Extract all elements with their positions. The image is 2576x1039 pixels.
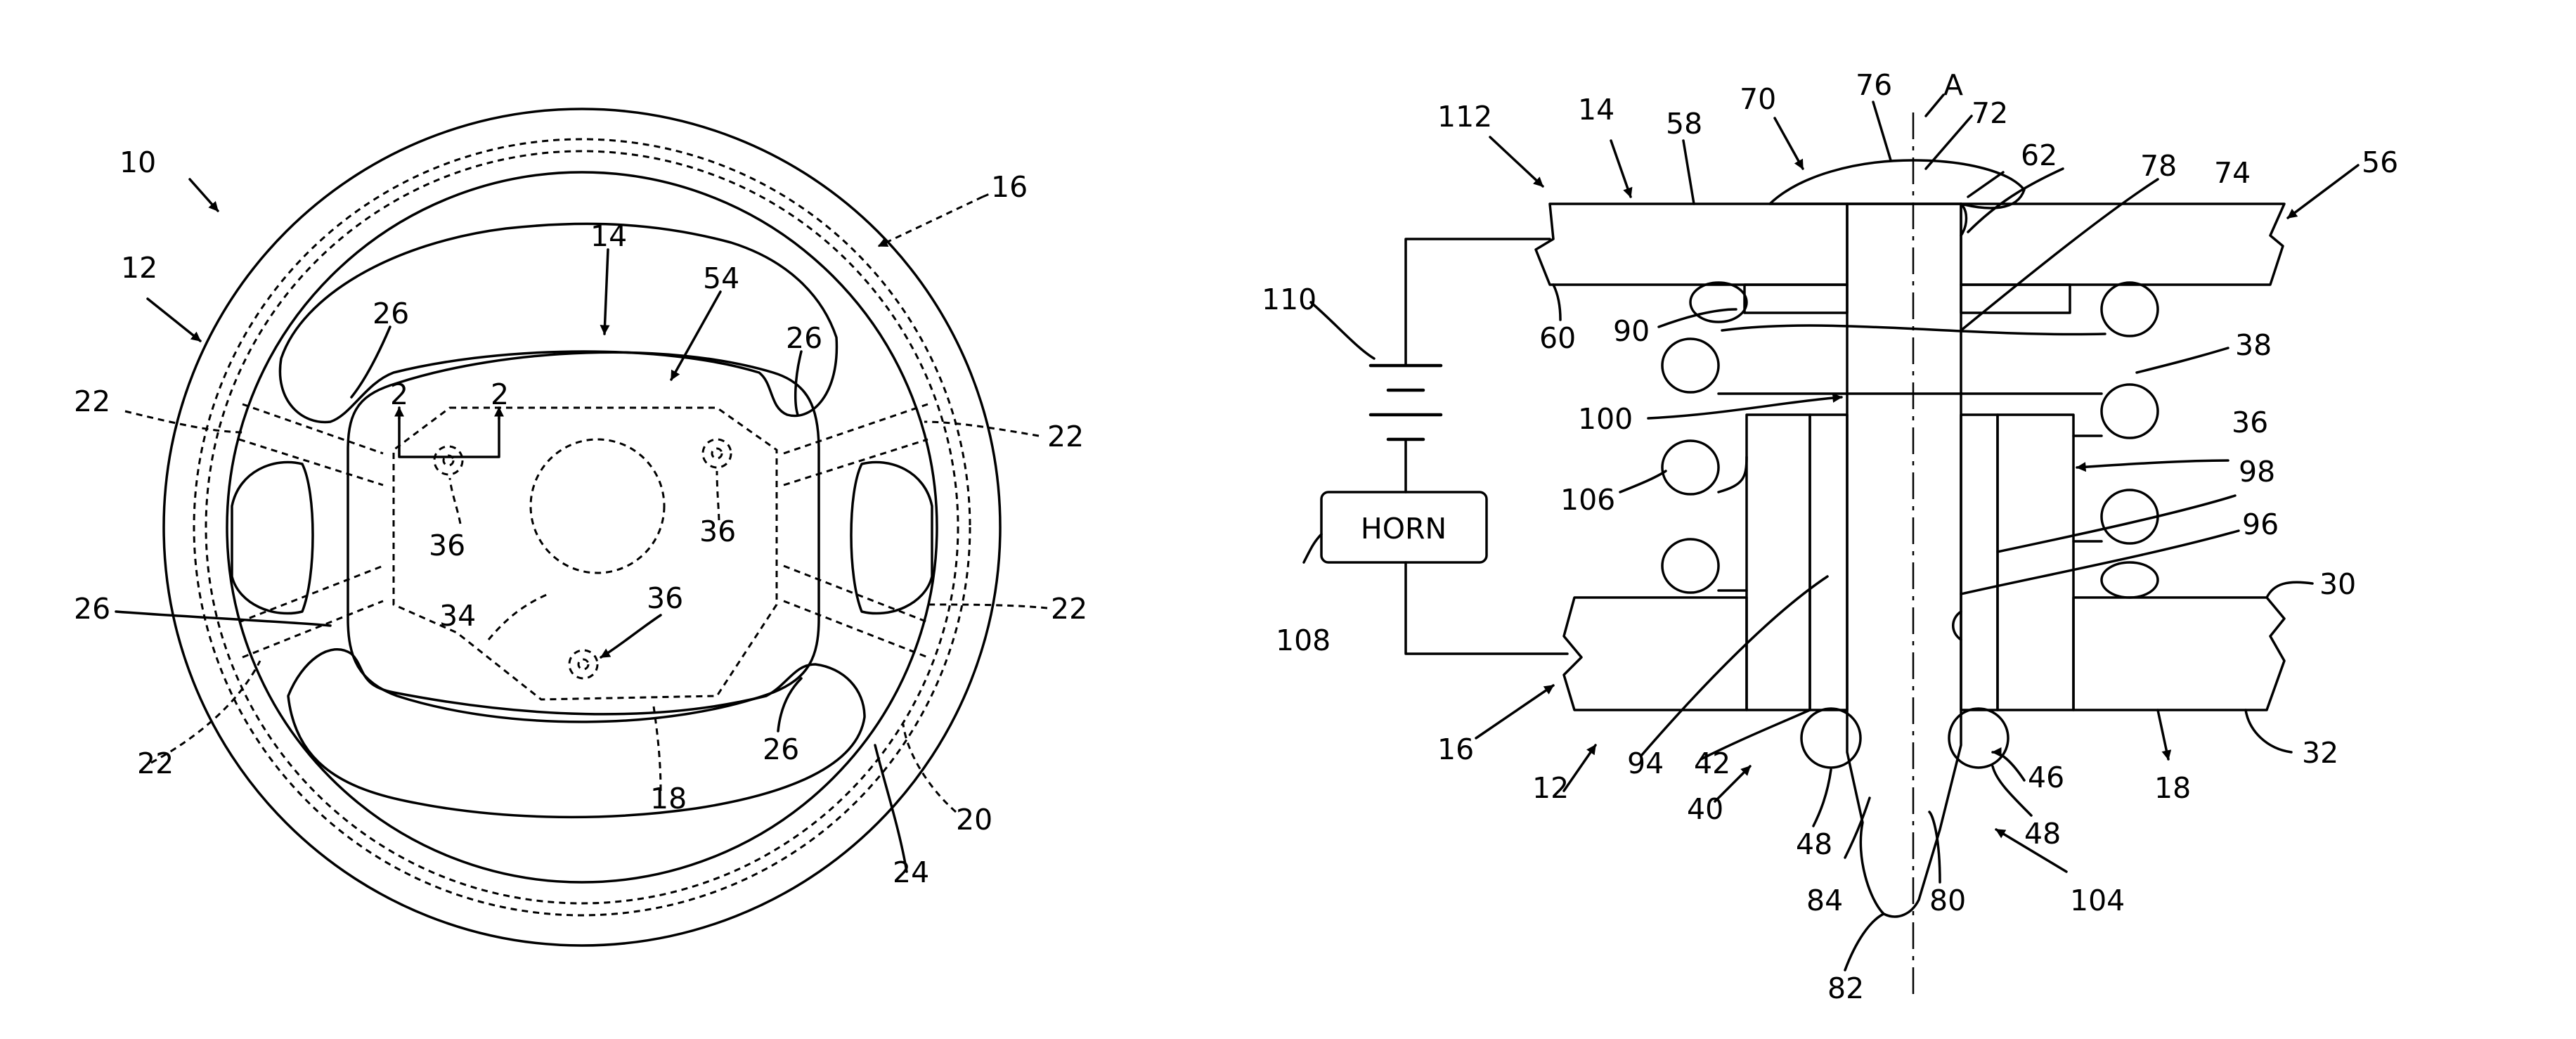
label-14: 14 bbox=[590, 219, 627, 253]
label-48a: 48 bbox=[1796, 827, 1832, 861]
cover-14 bbox=[348, 352, 819, 722]
label-72: 72 bbox=[1972, 96, 2008, 130]
label-16-f2: 16 bbox=[1437, 733, 1474, 766]
fastener-36c bbox=[569, 650, 597, 678]
spokes bbox=[239, 404, 928, 657]
retainer-48-right bbox=[1949, 709, 2008, 768]
label-58: 58 bbox=[1666, 107, 1702, 141]
label-84: 84 bbox=[1806, 884, 1843, 917]
armature-left bbox=[1564, 598, 1747, 710]
cover-plate-right bbox=[1961, 204, 2284, 285]
label-18: 18 bbox=[650, 782, 687, 815]
label-74: 74 bbox=[2214, 156, 2251, 190]
figure-2-cross-section: HORN bbox=[1262, 68, 2398, 1005]
fastener-36b bbox=[703, 439, 731, 467]
cover-plate-left bbox=[1536, 204, 1847, 285]
left-opening bbox=[232, 463, 313, 614]
bushing-36-right bbox=[1998, 415, 2073, 710]
hub-34 bbox=[531, 439, 664, 573]
label-36-f2: 36 bbox=[2232, 406, 2268, 439]
label-40: 40 bbox=[1687, 792, 1723, 826]
label-100: 100 bbox=[1578, 402, 1633, 436]
horn-circuit: HORN bbox=[1321, 239, 1567, 654]
label-80: 80 bbox=[1929, 884, 1966, 917]
label-22b: 22 bbox=[1047, 420, 1084, 453]
insulator-right bbox=[1961, 415, 1998, 710]
rim-inner bbox=[227, 172, 937, 882]
label-38: 38 bbox=[2235, 328, 2272, 362]
label-60: 60 bbox=[1539, 321, 1576, 355]
label-104: 104 bbox=[2070, 884, 2125, 917]
label-94: 94 bbox=[1627, 747, 1664, 780]
label-26b: 26 bbox=[786, 321, 822, 355]
label-30: 30 bbox=[2319, 567, 2356, 601]
bushing-36-left bbox=[1747, 415, 1810, 710]
label-70: 70 bbox=[1740, 82, 1776, 116]
label-96: 96 bbox=[2242, 508, 2279, 541]
label-26c: 26 bbox=[74, 592, 110, 626]
label-2b: 2 bbox=[491, 377, 509, 411]
label-22d: 22 bbox=[137, 747, 174, 780]
fastener-36a bbox=[434, 446, 462, 475]
label-54: 54 bbox=[703, 262, 739, 295]
label-22c: 22 bbox=[1051, 592, 1087, 626]
label-36b: 36 bbox=[699, 515, 736, 548]
horn-label: HORN bbox=[1361, 512, 1446, 546]
label-78: 78 bbox=[2140, 149, 2177, 183]
label-48b: 48 bbox=[2024, 817, 2061, 851]
rim-armature-outer bbox=[194, 139, 970, 915]
label-56: 56 bbox=[2362, 146, 2398, 179]
figure-1-steering-wheel: 10 12 16 14 54 26 26 22 22 2 2 36 36 34 … bbox=[74, 109, 1087, 946]
label-110: 110 bbox=[1262, 283, 1316, 316]
armature-right bbox=[2073, 598, 2284, 710]
retainer-48-left bbox=[1801, 709, 1860, 768]
fig1-leaders bbox=[116, 179, 1047, 872]
rim-outer bbox=[164, 109, 1000, 946]
right-opening bbox=[851, 463, 932, 614]
label-46: 46 bbox=[2028, 761, 2064, 794]
label-26a: 26 bbox=[373, 297, 409, 330]
label-112: 112 bbox=[1437, 100, 1492, 134]
label-82: 82 bbox=[1827, 972, 1864, 1005]
label-108: 108 bbox=[1276, 624, 1331, 657]
label-24: 24 bbox=[893, 856, 929, 889]
label-42: 42 bbox=[1694, 747, 1730, 780]
rim-armature-inner bbox=[206, 151, 958, 903]
washer-90-right bbox=[1961, 285, 2070, 313]
section-line-2-2 bbox=[399, 418, 499, 457]
insulator-left bbox=[1810, 415, 1847, 710]
label-106: 106 bbox=[1560, 483, 1615, 517]
label-22a: 22 bbox=[74, 385, 110, 418]
label-20: 20 bbox=[956, 803, 992, 837]
washer-90-left bbox=[1745, 285, 1847, 313]
label-76: 76 bbox=[1856, 68, 1892, 102]
label-18-f2: 18 bbox=[2154, 771, 2191, 805]
label-32: 32 bbox=[2302, 736, 2338, 770]
label-A: A bbox=[1943, 68, 1963, 102]
label-14-f2: 14 bbox=[1578, 93, 1614, 127]
label-36a: 36 bbox=[429, 529, 465, 562]
label-26d: 26 bbox=[763, 733, 799, 766]
upper-opening bbox=[280, 224, 836, 422]
label-12-f2: 12 bbox=[1532, 771, 1569, 805]
label-98: 98 bbox=[2239, 455, 2275, 489]
spring-106 bbox=[1662, 283, 2158, 598]
label-10: 10 bbox=[119, 146, 156, 179]
label-34: 34 bbox=[439, 599, 476, 633]
label-16: 16 bbox=[991, 170, 1028, 204]
label-36c: 36 bbox=[647, 581, 683, 615]
label-90: 90 bbox=[1613, 314, 1650, 348]
label-2a: 2 bbox=[390, 377, 408, 411]
label-62: 62 bbox=[2021, 138, 2057, 172]
label-12: 12 bbox=[121, 251, 157, 285]
